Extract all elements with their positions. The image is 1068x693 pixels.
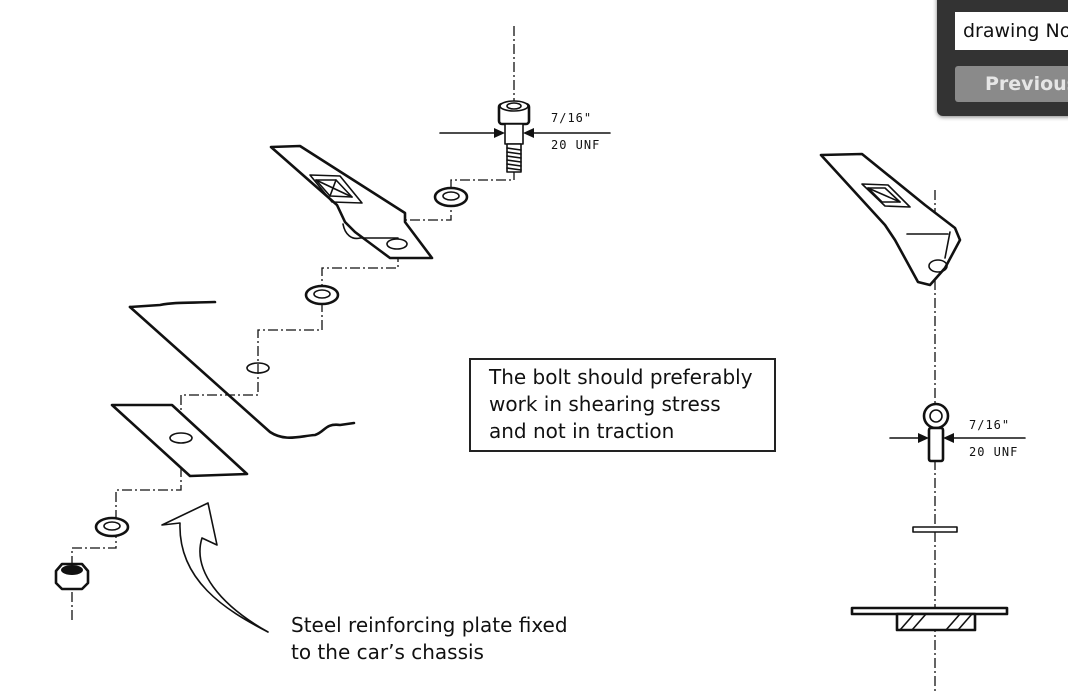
- washer-icon: [304, 284, 340, 306]
- find-search-input[interactable]: drawing No: [955, 12, 1068, 50]
- towing-bracket: [269, 144, 434, 260]
- eye-bolt-icon: [922, 402, 950, 463]
- left-bolt-dimension: 7/16" 20 UNF: [439, 111, 611, 152]
- left-bolt-thread: 20 UNF: [551, 138, 600, 152]
- side-section-view: 7/16" 20 UNF: [819, 152, 1026, 693]
- note-line: and not in traction: [489, 419, 675, 443]
- chassis-section: [850, 606, 1009, 632]
- bolt-stress-note: The bolt should preferably work in shear…: [469, 358, 776, 452]
- reinforcing-plate: [110, 403, 249, 478]
- washer-icon: [433, 186, 469, 208]
- find-previous-button[interactable]: Previous: [955, 66, 1068, 102]
- assembly-axis-line: [71, 26, 515, 622]
- note-line: The bolt should preferably: [489, 365, 753, 389]
- washer-icon: [94, 516, 130, 538]
- towing-bracket-side: [819, 152, 962, 287]
- curved-arrow-icon: [161, 502, 269, 633]
- right-bolt-dimension: 7/16" 20 UNF: [889, 418, 1026, 459]
- right-bolt-diameter: 7/16": [969, 418, 1010, 432]
- caption-line: Steel reinforcing plate fixed: [291, 613, 568, 637]
- caption-line: to the car’s chassis: [291, 640, 484, 664]
- left-bolt-diameter: 7/16": [551, 111, 592, 125]
- nut-icon: [54, 562, 90, 591]
- washer-side-icon: [912, 526, 958, 533]
- chassis-panel: [128, 300, 356, 439]
- note-line: work in shearing stress: [489, 392, 721, 416]
- exploded-assembly-view: 7/16" 20 UNF: [54, 26, 611, 633]
- right-bolt-thread: 20 UNF: [969, 445, 1018, 459]
- bolt-icon: [497, 100, 531, 173]
- find-bar: drawing No Previous: [937, 0, 1068, 116]
- reinforcing-plate-caption: Steel reinforcing plate fixed to the car…: [291, 612, 568, 666]
